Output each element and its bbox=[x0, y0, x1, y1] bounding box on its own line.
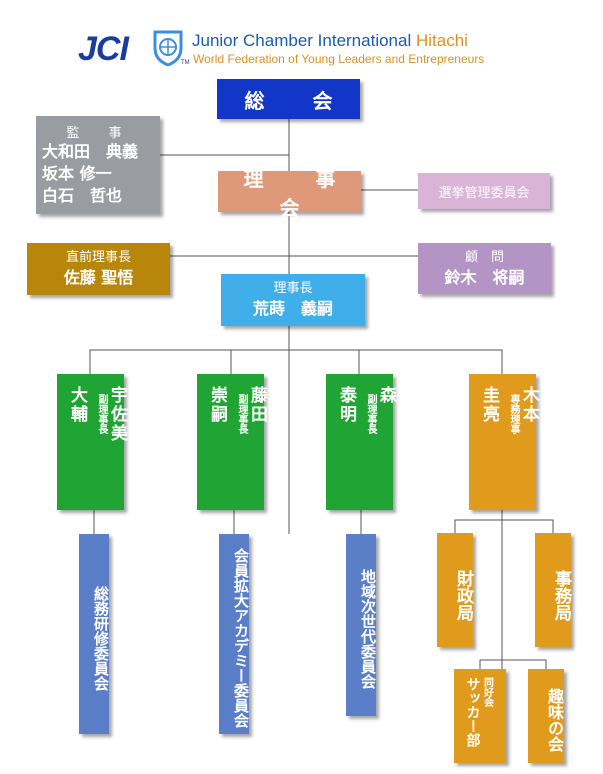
past-president-name: 佐藤 聖悟 bbox=[63, 268, 134, 287]
executive-director-name: 木本 圭亮 bbox=[479, 386, 539, 424]
advisor-title: 顧 問 bbox=[464, 249, 504, 265]
soccer-club-box: サッカー部 同好会 bbox=[454, 669, 506, 763]
auditors-box: 監 事 大和田 典義 坂本 修一 白石 哲也 bbox=[36, 116, 160, 214]
president-box: 理事長 荒蒔 義嗣 bbox=[221, 274, 365, 326]
president-title: 理事長 bbox=[273, 281, 313, 296]
secretariat-box: 事務局 bbox=[535, 533, 571, 647]
auditor-name: 坂本 修一 bbox=[42, 164, 112, 183]
vice-president-name: 藤田 崇嗣 bbox=[207, 386, 267, 424]
vice-president-box: 宇佐美 大輔 副理事長 bbox=[57, 374, 127, 510]
executive-director-box: 木本 圭亮 専務理事 bbox=[469, 374, 539, 510]
organization-title: Junior Chamber International Hitachi bbox=[192, 31, 468, 51]
board-box: 理 事 会 bbox=[218, 167, 372, 220]
vice-president-box: 森 泰明 副理事長 bbox=[326, 374, 396, 510]
jci-logo-text: JCI bbox=[78, 30, 129, 68]
vice-president-name: 森 泰明 bbox=[336, 386, 396, 424]
vice-president-name: 宇佐美 大輔 bbox=[67, 386, 127, 443]
election-committee-box: 選挙管理委員会 bbox=[418, 173, 550, 209]
vice-president-box: 藤田 崇嗣 副理事長 bbox=[197, 374, 267, 510]
vice-president-role: 副理事長 bbox=[236, 394, 247, 434]
vice-president-role: 副理事長 bbox=[365, 394, 376, 434]
past-president-title: 直前理事長 bbox=[65, 250, 131, 265]
general-assembly-box: 総 会 bbox=[217, 79, 360, 119]
hobby-club-box: 趣味の会 bbox=[528, 669, 564, 763]
auditor-name: 大和田 典義 bbox=[42, 142, 139, 161]
past-president-box: 直前理事長 佐藤 聖悟 bbox=[27, 243, 170, 295]
title-city: Hitachi bbox=[415, 31, 468, 50]
soccer-club-name: サッカー部 bbox=[464, 677, 481, 747]
trademark-label: TM bbox=[181, 60, 190, 66]
advisor-name: 鈴木 将嗣 bbox=[444, 267, 525, 287]
president-name: 荒蒔 義嗣 bbox=[252, 299, 333, 318]
title-main: Junior Chamber International bbox=[192, 31, 412, 50]
committee-box: 地域次世代委員会 bbox=[346, 534, 377, 716]
auditor-name: 白石 哲也 bbox=[42, 186, 123, 205]
executive-director-role: 専務理事 bbox=[508, 394, 519, 434]
jci-shield-icon bbox=[153, 30, 183, 66]
advisor-box: 顧 問 鈴木 将嗣 bbox=[418, 243, 551, 294]
finance-bureau-box: 財政局 bbox=[437, 533, 473, 647]
vice-president-role: 副理事長 bbox=[96, 394, 107, 434]
committee-box: 会員拡大アカデミー委員会 bbox=[219, 534, 250, 734]
committee-box: 総務研修委員会 bbox=[79, 534, 110, 734]
auditors-title: 監 事 bbox=[66, 126, 130, 141]
soccer-club-tag: 同好会 bbox=[481, 677, 493, 707]
organization-subtitle: World Federation of Young Leaders and En… bbox=[193, 52, 485, 66]
